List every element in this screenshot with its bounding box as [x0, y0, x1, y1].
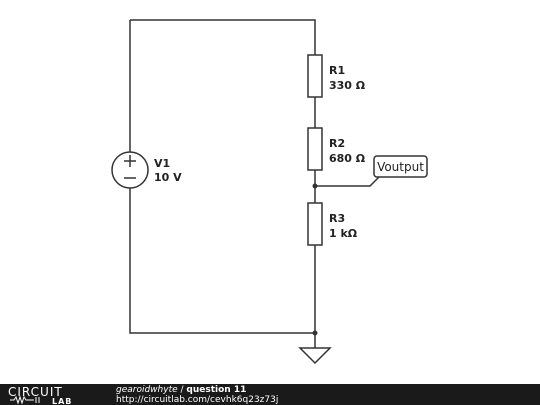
svg-text:CIRCUIT: CIRCUIT [8, 385, 63, 399]
circuit-title: question 11 [186, 385, 247, 395]
author-name: gearoidwhyte [116, 385, 178, 395]
ground-symbol [298, 347, 332, 365]
r1-value-label: 330 Ω [329, 79, 366, 92]
r1-name-label: R1 [329, 64, 345, 77]
resistor-r1 [307, 54, 323, 98]
footer-credit: gearoidwhyte / question 11 http://circui… [116, 385, 278, 405]
author-separator: / [177, 385, 187, 395]
footer-author-line: gearoidwhyte / question 11 [116, 385, 278, 395]
resistor-r3 [307, 202, 323, 246]
voutput-label: Voutput [377, 160, 424, 174]
junction-dot-ground [312, 330, 318, 336]
footer-url[interactable]: http://circuitlab.com/cevhk6q23z73j [116, 395, 279, 405]
v1-name-label: V1 [154, 157, 170, 170]
r3-name-label: R3 [329, 212, 345, 225]
svg-text:LAB: LAB [52, 397, 72, 405]
r2-value-label: 680 Ω [329, 152, 366, 165]
r2-name-label: R2 [329, 137, 345, 150]
r3-value-label: 1 kΩ [329, 227, 358, 240]
wire-left-lower [129, 188, 315, 334]
circuit-schematic: V1 10 V R1 330 Ω R2 680 Ω R3 1 kΩ Voutpu… [111, 19, 428, 365]
voutput-probe-flag [315, 155, 428, 187]
footer-bar: CIRCUIT LAB gearoidwhyte / question 11 h… [0, 384, 540, 405]
voltage-source-v1 [111, 151, 149, 189]
wire-top [130, 19, 316, 55]
resistor-r2 [307, 127, 323, 171]
circuitlab-logo: CIRCUIT LAB [8, 385, 72, 405]
v1-value-label: 10 V [154, 171, 182, 184]
